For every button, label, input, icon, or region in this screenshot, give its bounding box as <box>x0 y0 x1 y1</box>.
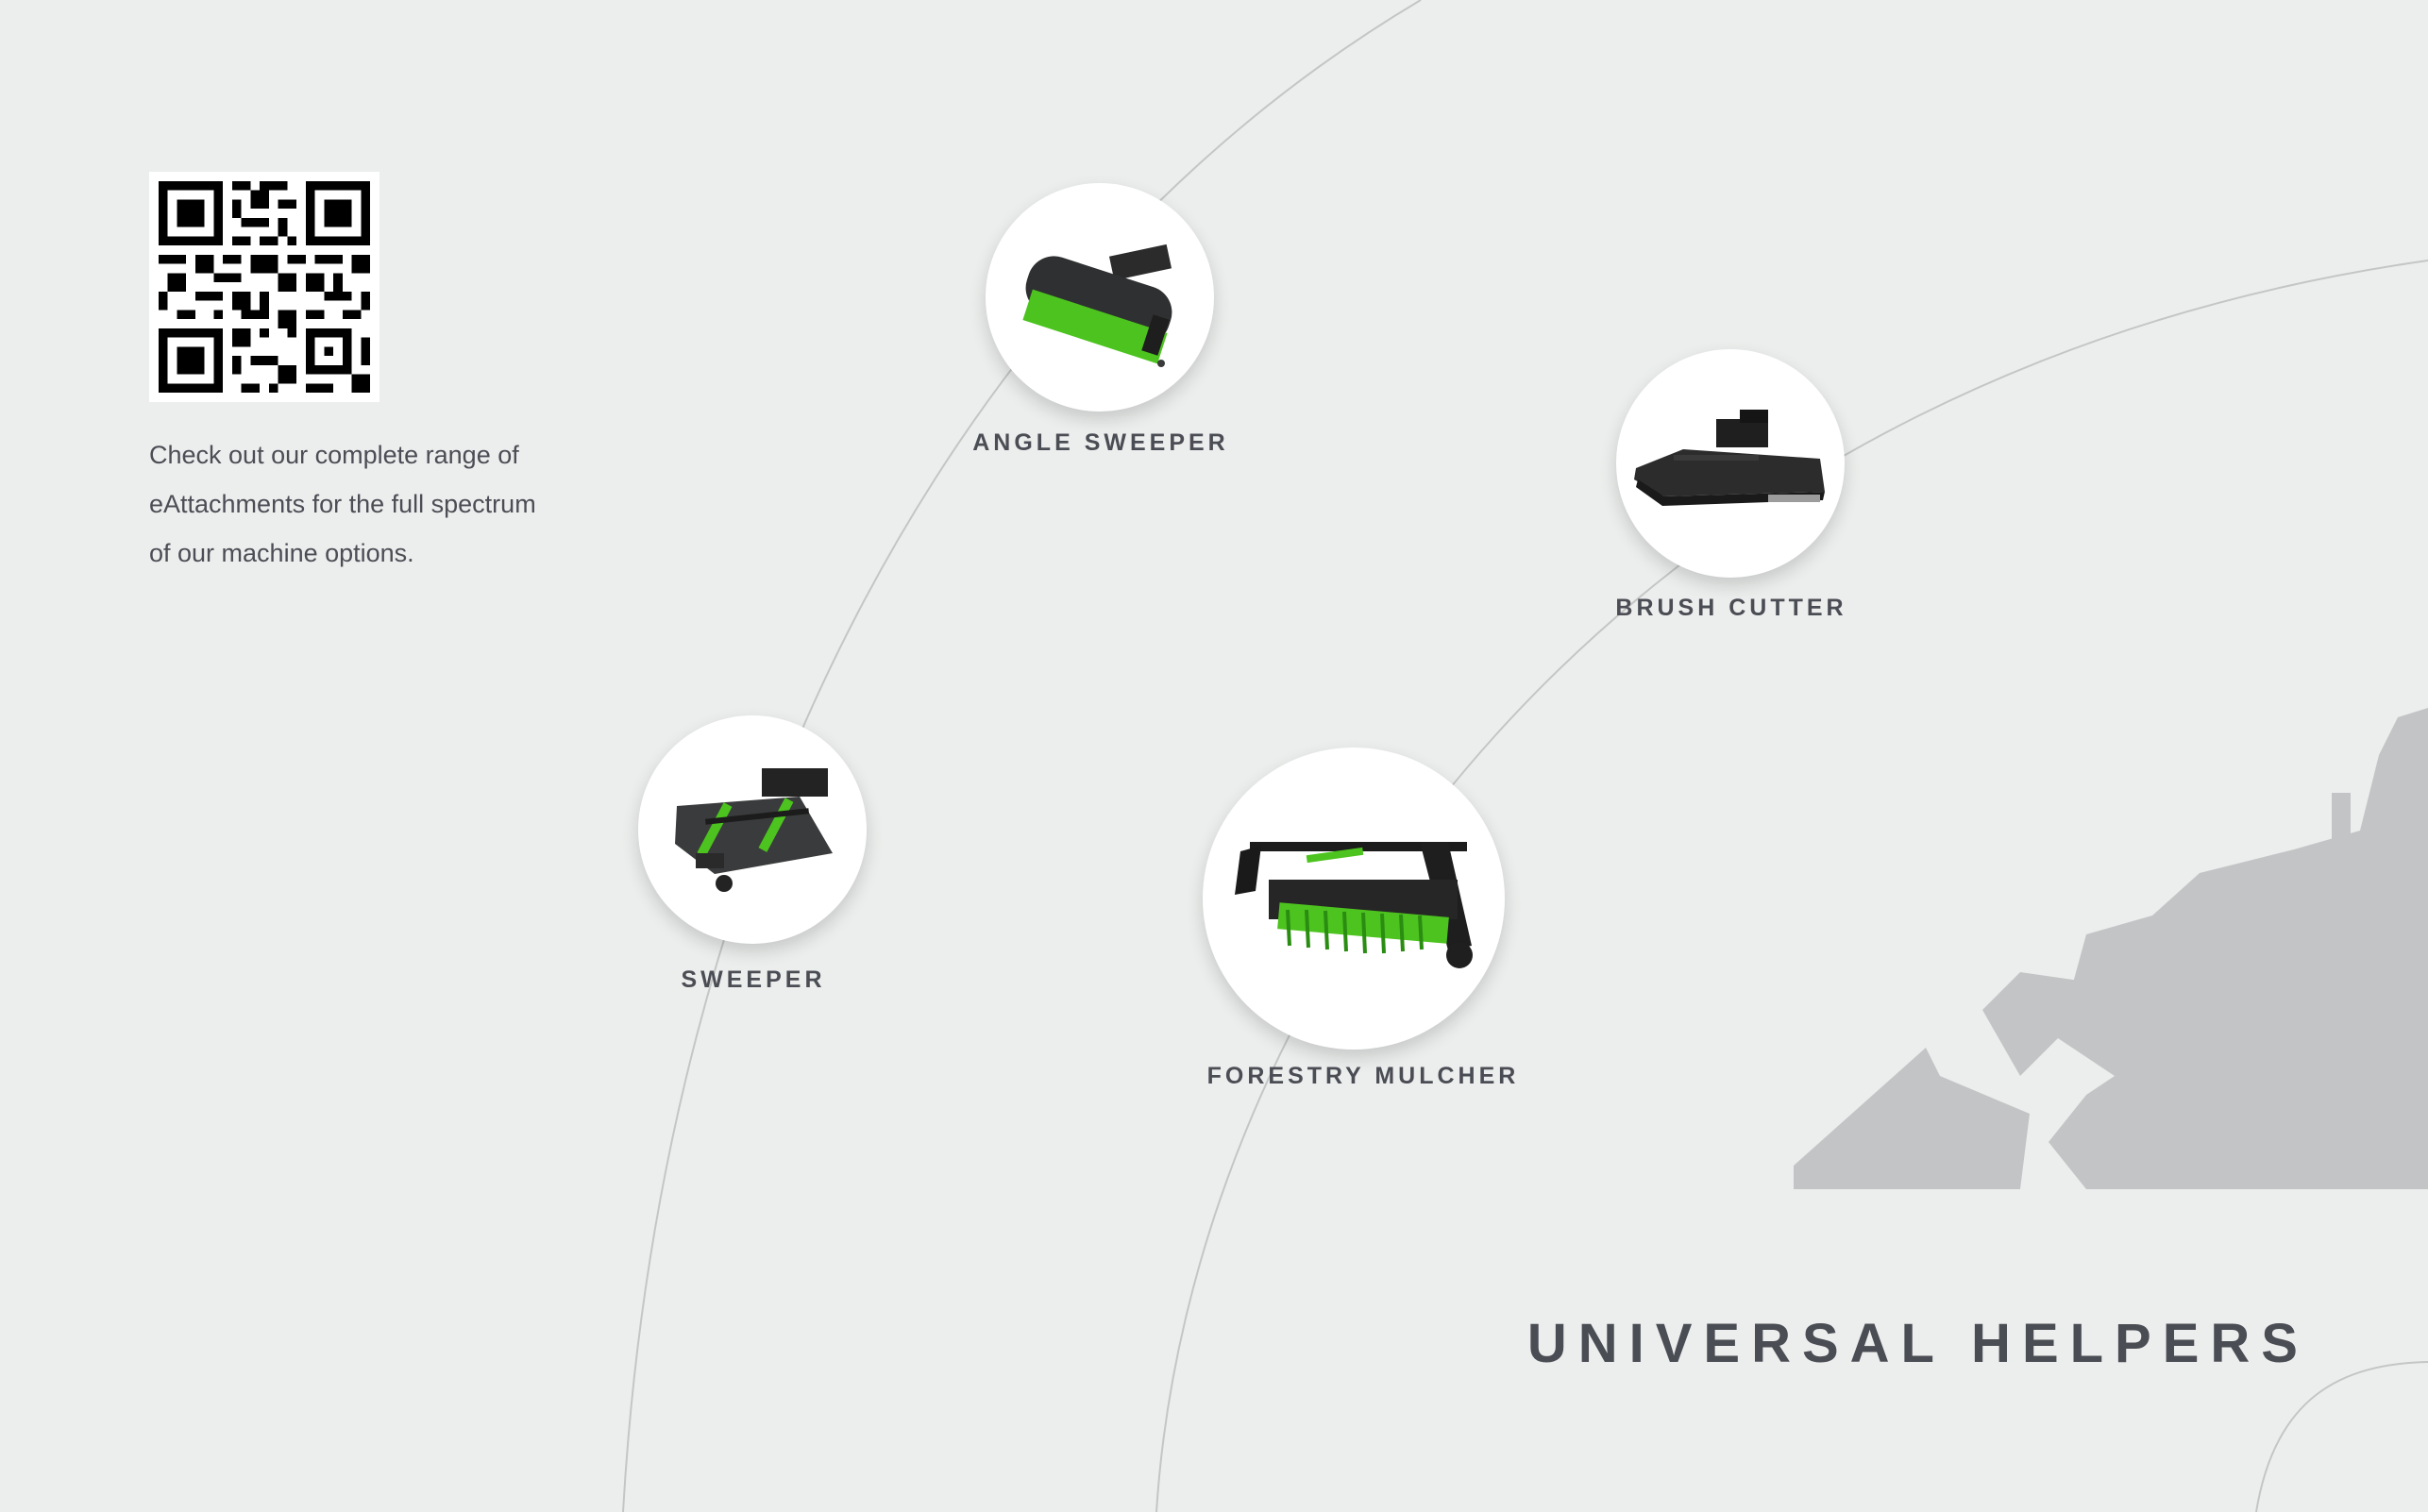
angle-sweeper-label: ANGLE SWEEPER <box>972 429 1229 456</box>
forestry-mulcher-label: FORESTRY MULCHER <box>1206 1063 1520 1089</box>
headline: UNIVERSAL HELPERS <box>1526 1313 2309 1374</box>
intro-line-3: of our machine options. <box>149 539 414 567</box>
intro-text: Check out our complete range of eAttachm… <box>149 430 593 578</box>
forestry-mulcher-card[interactable] <box>1203 748 1505 1050</box>
brush-cutter-card[interactable] <box>1616 349 1845 578</box>
angle-sweeper-card[interactable] <box>986 183 1214 412</box>
sweeper-label: SWEEPER <box>681 966 826 993</box>
machine-silhouette-image <box>1794 708 2428 1189</box>
sweeper-card[interactable] <box>638 715 867 944</box>
brush-cutter-label: BRUSH CUTTER <box>1615 595 1847 621</box>
intro-line-1: Check out our complete range of <box>149 441 519 469</box>
sweeper-image <box>675 768 833 892</box>
intro-line-2: eAttachments for the full spectrum <box>149 490 536 518</box>
qr-code[interactable] <box>149 172 379 402</box>
brush-cutter-image <box>1634 410 1825 506</box>
forestry-mulcher-image <box>1235 842 1473 968</box>
angle-sweeper-image <box>1022 244 1172 367</box>
